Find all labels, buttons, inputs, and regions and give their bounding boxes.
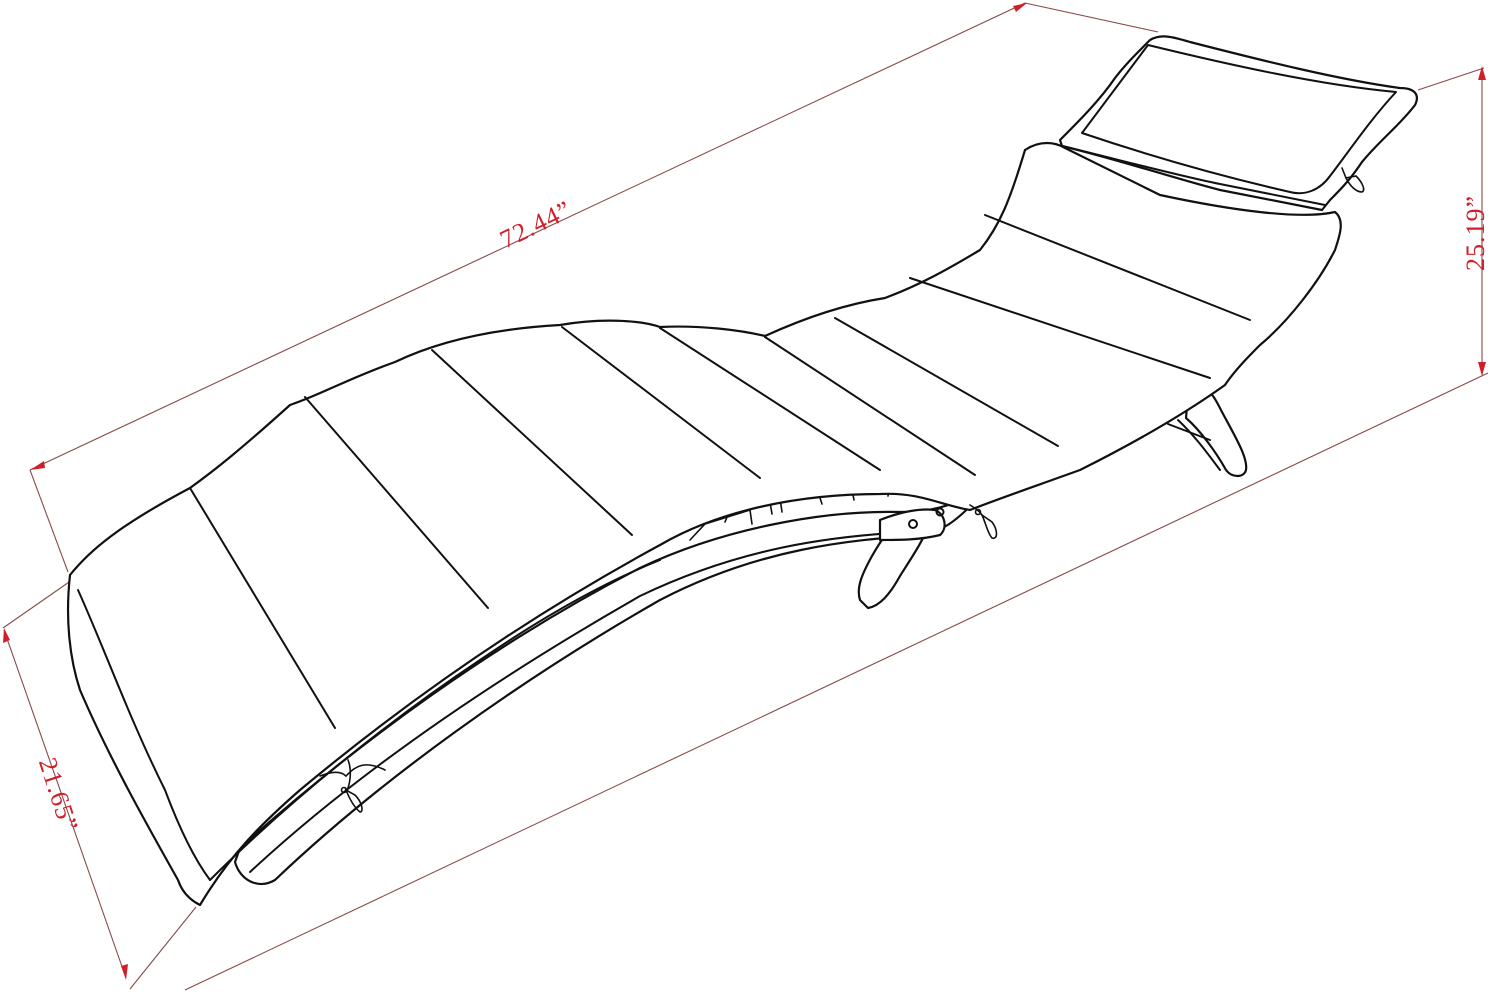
pivot-bolt-1: [908, 519, 918, 529]
dimension-height-line: [184, 66, 1489, 991]
tie-string-middle: [969, 504, 998, 540]
rear-leg: [1167, 387, 1248, 478]
tie-string-headrest: [1341, 167, 1365, 193]
tie-string-foot: [319, 759, 386, 813]
dimension-width-line: [2, 579, 197, 990]
front-leg: [857, 507, 946, 610]
dimension-length-line: [29, 2, 1159, 573]
headrest-pillow: [1058, 35, 1418, 212]
cushion-tufting-lines: [189, 214, 1251, 729]
dimension-height-label: 25.19”: [1461, 194, 1491, 272]
pivot-bolt-2: [935, 507, 945, 517]
cushion: [66, 141, 1342, 907]
